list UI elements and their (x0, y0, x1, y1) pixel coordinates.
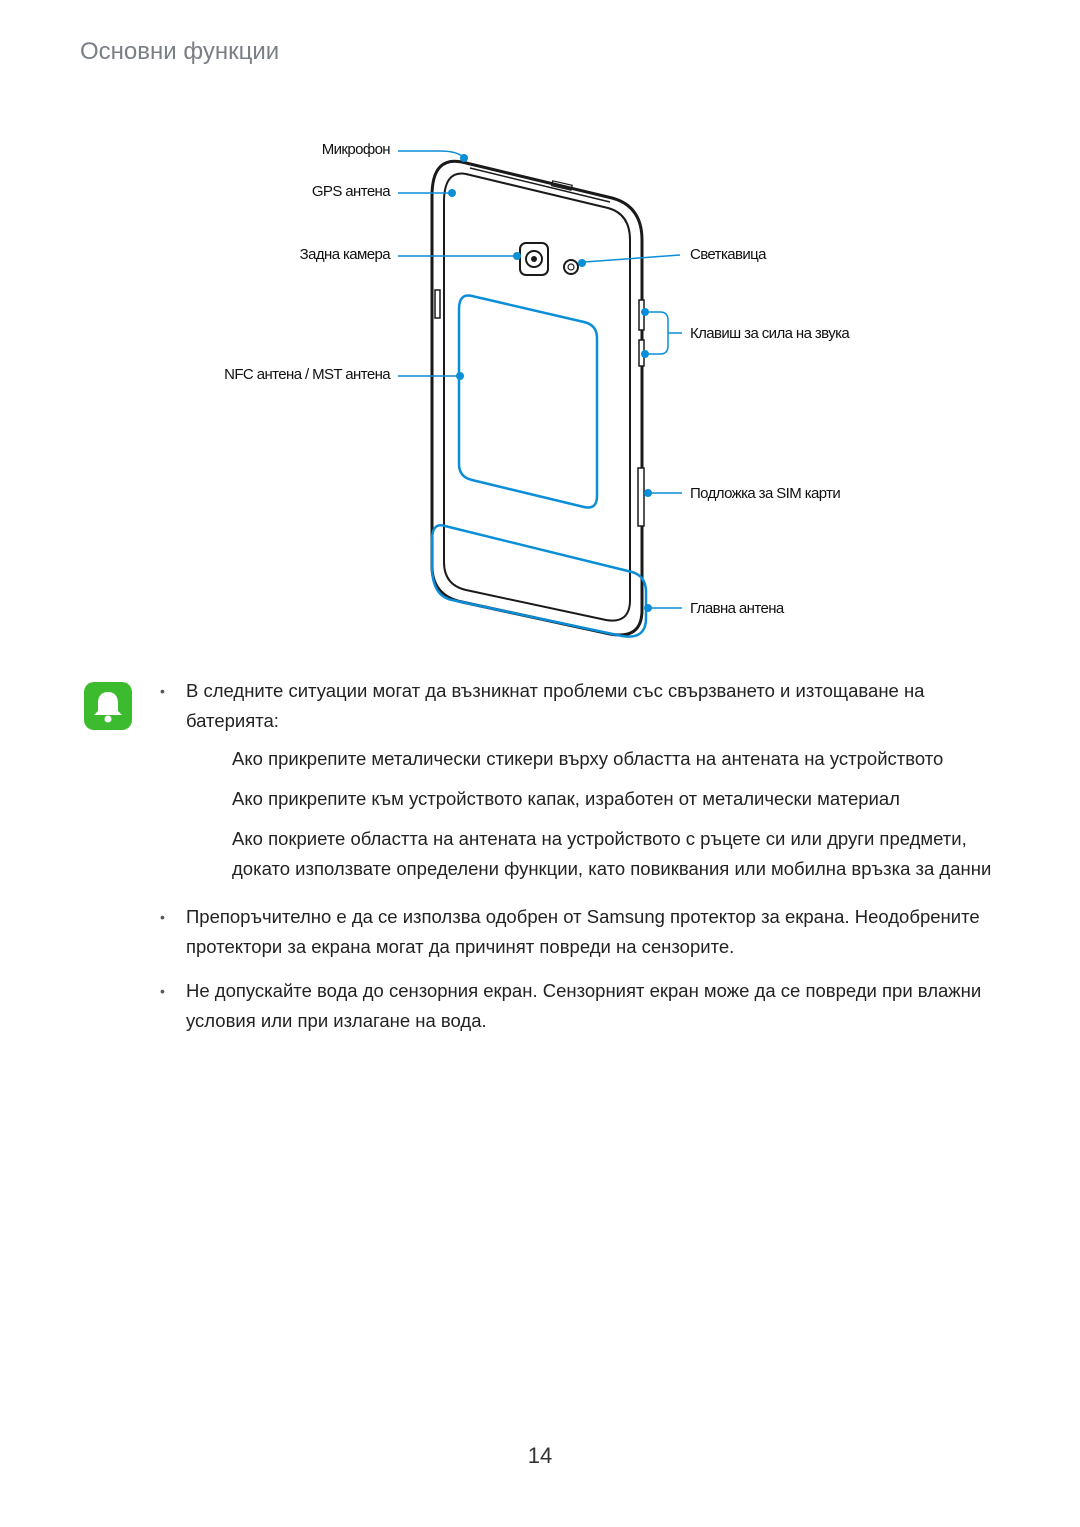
label-gps-antenna: GPS антена (311, 183, 391, 200)
sim-tray-slot (637, 467, 645, 527)
bell-icon (84, 682, 132, 730)
flash-marker (578, 259, 586, 267)
list-item: Не допускайте вода до сензорния екран. С… (160, 976, 1000, 1036)
main-antenna-marker (644, 604, 652, 612)
list-item: Ако прикрепите към устройството капак, и… (186, 784, 1000, 814)
label-microphone: Микрофон (321, 141, 391, 158)
left-side-key (434, 289, 441, 319)
section-title: Основни функции (80, 38, 280, 65)
label-main-antenna: Главна антена (690, 600, 784, 617)
list-item: Препоръчително е да се използва одобрен … (160, 902, 1000, 962)
phone-body-outline (430, 159, 644, 637)
list-item: Ако покриете областта на антената на уст… (186, 824, 1000, 884)
label-sim-tray: Подложка за SIM карти (690, 485, 841, 502)
volume-marker-bottom (641, 350, 649, 358)
flash (563, 259, 579, 275)
main-antenna-area (430, 524, 648, 638)
nfc-antenna-area (457, 294, 599, 509)
phone-illustration (398, 150, 682, 638)
notice-item-text: Препоръчително е да се използва одобрен … (186, 906, 980, 957)
list-item: В следните ситуации могат да възникнат п… (160, 676, 1000, 884)
sim-marker (644, 489, 652, 497)
volume-marker-top (641, 308, 649, 316)
list-item: Ако прикрепите металически стикери върху… (186, 744, 1000, 774)
label-volume-key: Клавиш за сила на звука (690, 325, 850, 342)
label-rear-camera: Задна камера (299, 246, 391, 263)
nfc-marker (456, 372, 464, 380)
notice-item-text: Не допускайте вода до сензорния екран. С… (186, 980, 982, 1031)
notice-list: В следните ситуации могат да възникнат п… (160, 676, 1000, 1044)
page-number: 14 (527, 1443, 553, 1468)
phone-back-panel (443, 172, 631, 622)
notice-item-text: В следните ситуации могат да възникнат п… (186, 680, 925, 731)
sub-list: Ако прикрепите металически стикери върху… (186, 744, 1000, 884)
phone-back-diagram: Микрофон GPS антена Задна камера NFC ант… (0, 0, 1080, 660)
gps-marker (448, 189, 456, 197)
label-flash: Светкавица (690, 246, 766, 263)
rear-camera-marker (513, 252, 521, 260)
microphone-marker (460, 154, 468, 162)
label-nfc-mst-antenna: NFC антена / MST антена (224, 366, 390, 383)
